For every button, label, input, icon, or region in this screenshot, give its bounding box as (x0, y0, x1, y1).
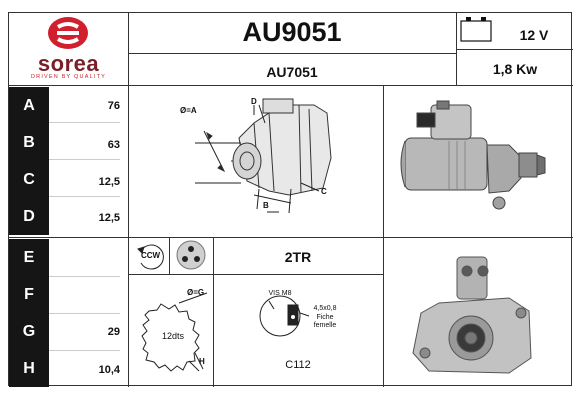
grid-line (457, 49, 573, 50)
terminal-type-line1: Fiche (316, 314, 334, 321)
grid-line (128, 13, 129, 387)
starter-side-drawing (195, 98, 332, 214)
screw-label: VIS M8 (268, 290, 292, 297)
grid-line (213, 274, 214, 387)
technical-drawings (137, 98, 546, 374)
connector-drawing (259, 295, 310, 337)
grid-line (49, 350, 120, 351)
brand-tagline: DRIVEN BY QUALITY (30, 74, 106, 80)
grid-line (49, 159, 120, 160)
row-letter-e: E (9, 239, 49, 276)
row-letter-c: C (9, 161, 49, 198)
grid-line (9, 237, 573, 238)
grid-line (49, 276, 120, 277)
starter-front-photo (412, 256, 532, 374)
voltage-value: 12 V (519, 27, 549, 43)
mounting-holes-icon (176, 240, 206, 270)
grid-line (9, 85, 573, 86)
rotation-label: CCW (141, 251, 161, 260)
grid-line (169, 237, 170, 274)
row-letter-d: D (9, 198, 49, 235)
grid-line (213, 237, 214, 274)
grid-line (49, 313, 120, 314)
label-d: D (251, 97, 257, 106)
grid-line (456, 13, 457, 85)
grid-line (383, 85, 384, 387)
product-sheet: sorea DRIVEN BY QUALITY AU9051 AU7051 12… (8, 12, 573, 387)
reference-code: AU9051 (242, 17, 342, 47)
label-h: H (199, 357, 205, 366)
row-value-g: 29 (107, 325, 120, 338)
grid-line (128, 53, 456, 54)
power-value: 1,8 Kw (492, 61, 538, 77)
terminal-type-line2: femelle (313, 322, 337, 329)
grid-line (49, 196, 120, 197)
sorea-logo: sorea DRIVEN BY QUALITY (9, 13, 128, 85)
row-letter-f: F (9, 276, 49, 313)
row-letter-h: H (9, 350, 49, 387)
row-letter-b: B (9, 124, 49, 161)
row-letter-a: A (9, 87, 49, 124)
diameter-g-label: Ø=G (187, 288, 205, 297)
grid-line (49, 122, 120, 123)
pinion-drawing (141, 292, 208, 372)
brand-name: sorea (37, 51, 100, 76)
teeth-type: 2TR (284, 249, 312, 265)
label-b: B (263, 201, 269, 210)
row-value-b: 63 (107, 138, 120, 151)
teeth-count-label: 12dts (162, 331, 185, 341)
grid-line (128, 274, 383, 275)
rotation-ccw-icon (137, 244, 164, 270)
row-letter-g: G (9, 313, 49, 350)
row-value-h: 10,4 (98, 363, 120, 376)
diameter-a-label: Ø=A (180, 106, 197, 115)
starter-photo (400, 100, 546, 210)
row-value-c: 12,5 (98, 175, 120, 188)
terminal-size: 4,5x0,8 (313, 305, 337, 312)
sorea-logo-mark (48, 17, 88, 49)
connector-code: C112 (285, 359, 311, 371)
row-value-d: 12,5 (98, 211, 120, 224)
cross-reference-code: AU7051 (266, 64, 318, 80)
label-c: C (321, 187, 327, 196)
row-value-a: 76 (107, 99, 120, 112)
